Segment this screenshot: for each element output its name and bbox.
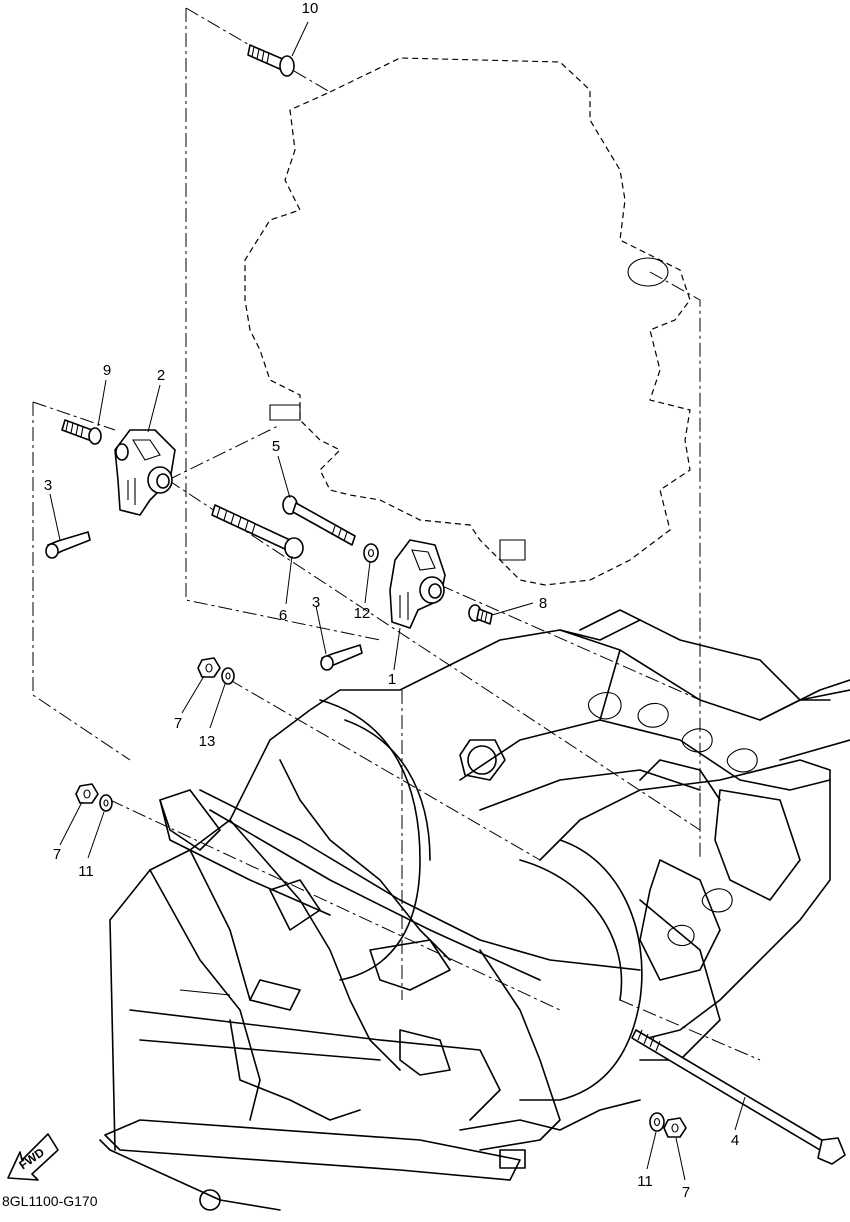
washer-part-12 xyxy=(363,543,379,563)
callout-4: 4 xyxy=(731,1132,739,1149)
bolt-part-10 xyxy=(247,44,295,77)
callout-10: 10 xyxy=(302,0,319,17)
bolt-part-5 xyxy=(282,495,356,546)
callout-5: 5 xyxy=(272,438,280,455)
engine-outline xyxy=(244,57,691,586)
callout-11-left: 11 xyxy=(78,863,94,880)
callout-leaders xyxy=(49,21,746,1181)
callout-6: 6 xyxy=(279,607,287,624)
through-bolt-part-4 xyxy=(631,1029,846,1165)
drawing-code: 8GL1100-G170 xyxy=(2,1193,98,1209)
washer-part-11-left xyxy=(99,794,113,812)
bolt-part-8 xyxy=(468,604,493,625)
callout-7-upper: 7 xyxy=(174,715,182,732)
washer-part-11-right xyxy=(649,1112,665,1132)
nut-part-7-left xyxy=(75,783,99,804)
forward-direction-arrow: FWD xyxy=(7,1133,59,1181)
callout-1: 1 xyxy=(388,671,396,688)
chassis-frame xyxy=(99,609,850,1211)
long-bolt-part-6 xyxy=(211,504,304,559)
callout-3-right: 3 xyxy=(312,594,320,611)
callout-7-right: 7 xyxy=(682,1184,690,1201)
washer-part-13 xyxy=(221,667,235,685)
callout-9: 9 xyxy=(103,362,111,379)
bolt-part-3-left xyxy=(45,531,91,559)
callout-13: 13 xyxy=(199,733,216,750)
assembly-centerlines xyxy=(32,7,761,1061)
bolt-part-3-right xyxy=(320,644,363,671)
callout-7-left: 7 xyxy=(53,846,61,863)
nut-part-7-right xyxy=(663,1117,687,1138)
callout-11-right: 11 xyxy=(637,1173,653,1190)
callout-8: 8 xyxy=(539,595,547,612)
engine-mount-bracket-part-1 xyxy=(389,539,446,629)
callout-3-left: 3 xyxy=(44,477,52,494)
callout-2: 2 xyxy=(157,367,165,384)
nut-part-7-upper xyxy=(197,657,221,678)
bolt-part-9 xyxy=(61,419,102,445)
callout-12: 12 xyxy=(354,605,371,622)
engine-mount-bracket-part-2 xyxy=(114,429,176,516)
callout-numbers: 10 9 2 3 5 6 3 12 8 1 7 13 7 11 4 11 7 xyxy=(44,0,739,1201)
